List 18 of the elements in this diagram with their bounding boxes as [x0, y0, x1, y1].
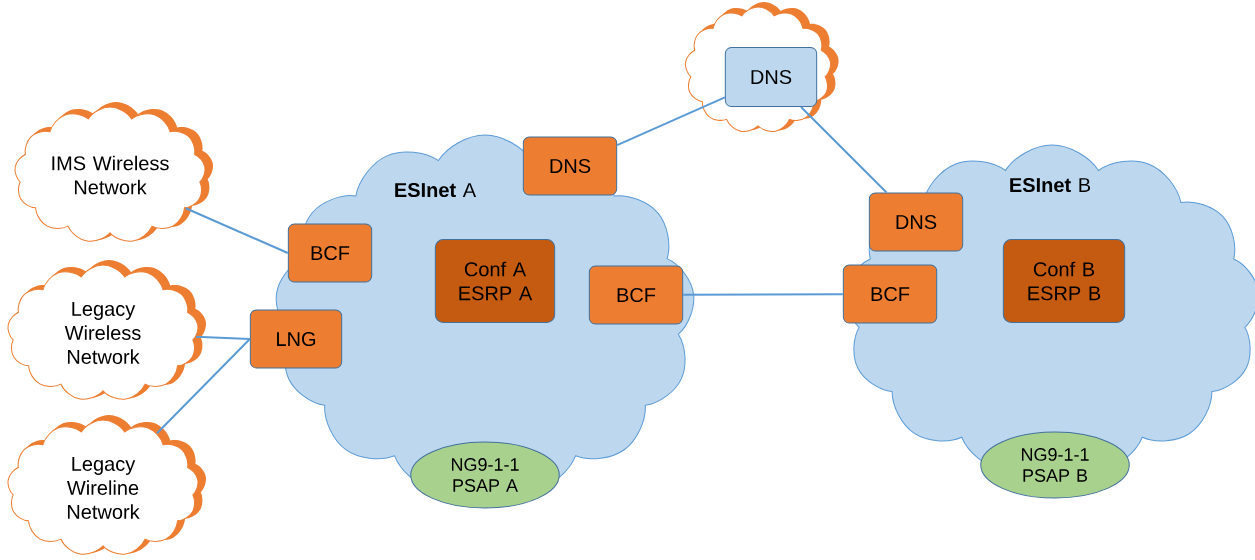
connector-line	[800, 106, 888, 194]
function-box: BCF	[842, 264, 938, 324]
connector-line	[184, 207, 289, 254]
function-box: DNS	[522, 136, 618, 196]
function-box: LNG	[249, 309, 343, 369]
function-box: Conf A ESRP A	[434, 239, 556, 323]
connector-line	[616, 96, 726, 147]
connector-line	[156, 338, 251, 435]
function-box: BCF	[287, 223, 373, 283]
network-cloud: Legacy Wireless Network	[7, 260, 206, 400]
connector-line	[195, 335, 251, 340]
network-cloud: Legacy Wireline Network	[7, 415, 206, 555]
connector-line	[682, 293, 844, 296]
function-box: BCF	[588, 265, 684, 325]
function-box: Conf B ESRP B	[1002, 239, 1126, 323]
network-cloud: IMS Wireless Network	[14, 102, 213, 242]
function-box: DNS	[868, 192, 964, 252]
function-box: DNS	[724, 47, 818, 107]
